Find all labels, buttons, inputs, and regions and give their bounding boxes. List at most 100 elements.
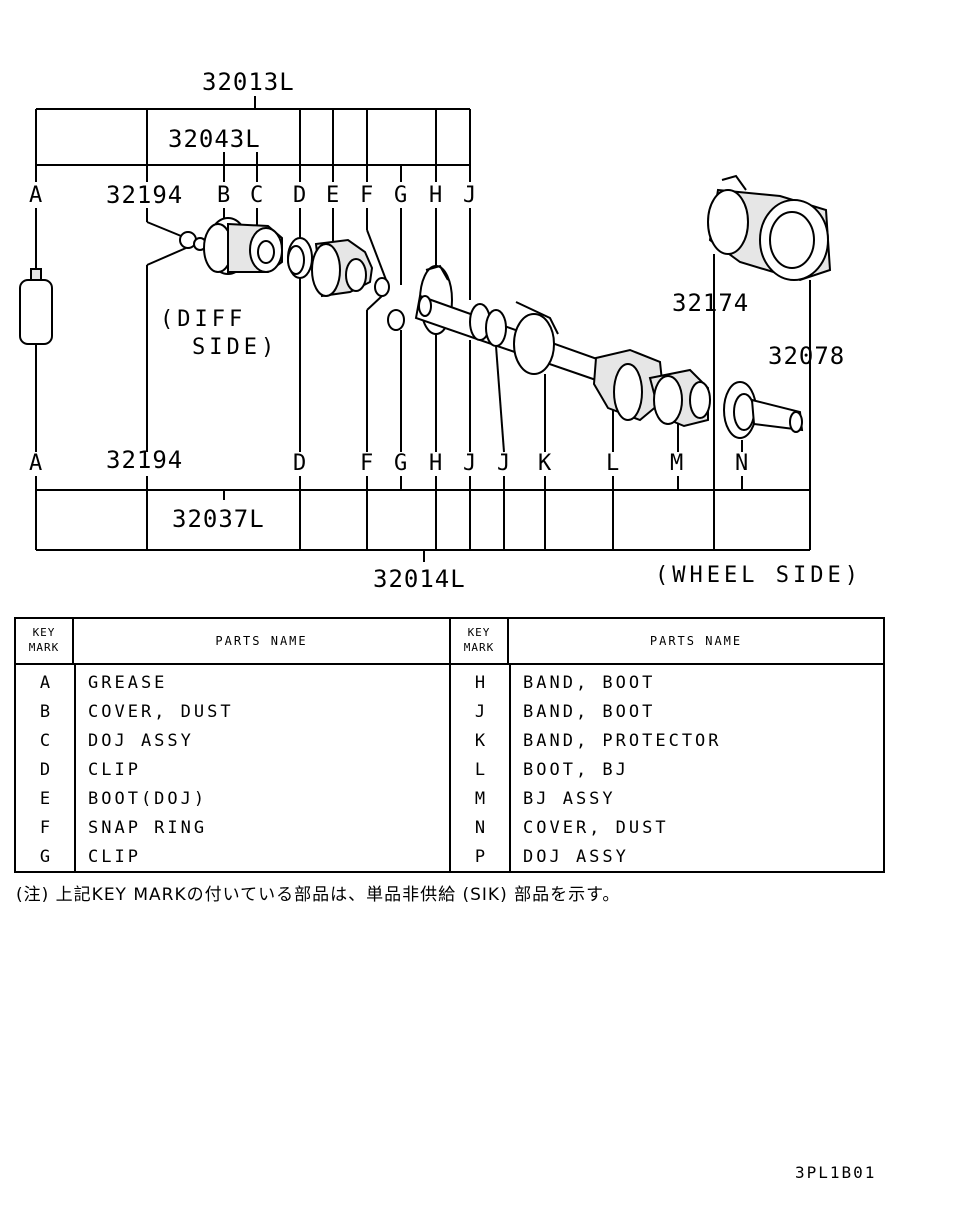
bottom-key-letter: G bbox=[394, 451, 407, 476]
parts-name-cell: GREASE bbox=[88, 673, 168, 693]
bottom-key-letter: L bbox=[606, 451, 619, 476]
top-key-letter: A bbox=[29, 183, 42, 208]
parts-name-cell: COVER, DUST bbox=[88, 702, 234, 722]
table-row: H BAND, BOOT bbox=[451, 669, 883, 698]
boot-kit-32174-icon bbox=[707, 174, 832, 550]
band-boot-j-icon bbox=[469, 303, 507, 453]
parts-name-cell: BOOT, BJ bbox=[523, 760, 629, 780]
key-mark-header-line1: KEY bbox=[467, 626, 491, 639]
key-mark-cell: H bbox=[474, 673, 486, 693]
assembly-number-32043L: 32043L bbox=[168, 125, 261, 153]
parts-name-header: PARTS NAME bbox=[649, 634, 743, 648]
bottom-key-letter: M bbox=[670, 451, 683, 476]
table-row: D CLIP bbox=[16, 756, 449, 785]
clip-32194-icon bbox=[146, 231, 207, 452]
snap-ring-f-icon bbox=[366, 277, 405, 452]
table-row: C DOJ ASSY bbox=[16, 727, 449, 756]
parts-name-cell: DOJ ASSY bbox=[88, 731, 194, 751]
top-key-letter: H bbox=[429, 183, 442, 208]
band-boot-h-icon bbox=[419, 264, 453, 452]
key-mark-cell: M bbox=[474, 789, 486, 809]
assembly-number-32037L: 32037L bbox=[172, 505, 265, 533]
parts-name-cell: DOJ ASSY bbox=[523, 847, 629, 867]
bottom-key-letter: K bbox=[538, 451, 552, 476]
bottom-key-letters: A D F G H J J K L M N bbox=[29, 451, 748, 476]
figure-code: 3PL1B01 bbox=[795, 1163, 877, 1182]
assembly-number-32013L: 32013L bbox=[202, 68, 295, 96]
key-mark-header: KEY MARK bbox=[451, 619, 509, 663]
key-mark-header-line2: MARK bbox=[463, 641, 495, 654]
key-mark-cell: L bbox=[474, 760, 486, 780]
bracket-32014L bbox=[36, 549, 810, 562]
top-key-letter: E bbox=[326, 183, 339, 208]
parts-name-cell: COVER, DUST bbox=[523, 818, 669, 838]
key-mark-cell: E bbox=[39, 789, 51, 809]
table-header: KEY MARK PARTS NAME bbox=[451, 619, 883, 665]
parts-name-cell: BAND, BOOT bbox=[523, 702, 656, 722]
part-number-32078: 32078 bbox=[768, 342, 845, 370]
boot-doj-e-icon bbox=[311, 238, 374, 298]
key-mark-cell: F bbox=[39, 818, 51, 838]
part-number-32194-top: 32194 bbox=[106, 181, 183, 209]
table-row: K BAND, PROTECTOR bbox=[451, 727, 883, 756]
bottom-key-letter: F bbox=[360, 451, 373, 476]
part-number-32194-bottom: 32194 bbox=[106, 446, 183, 474]
bottom-key-letter: H bbox=[429, 451, 442, 476]
parts-name-cell: SNAP RING bbox=[88, 818, 208, 838]
clip-d-icon bbox=[287, 237, 313, 452]
table-row: G CLIP bbox=[16, 843, 449, 872]
parts-table-right: KEY MARK PARTS NAME H BAND, BOOT J BAND, B… bbox=[451, 619, 883, 873]
key-mark-cell: J bbox=[474, 702, 486, 722]
key-mark-cell: G bbox=[39, 847, 51, 867]
table-row: N COVER, DUST bbox=[451, 814, 883, 843]
table-row: L BOOT, BJ bbox=[451, 756, 883, 785]
bottom-key-letter: D bbox=[293, 451, 306, 476]
top-key-letter: F bbox=[360, 183, 373, 208]
top-key-letter: J bbox=[463, 183, 476, 208]
bracket-32043L bbox=[35, 109, 470, 182]
dust-cover-n-icon bbox=[723, 381, 804, 452]
parts-name-cell: BAND, PROTECTOR bbox=[523, 731, 722, 751]
part-number-32174: 32174 bbox=[672, 289, 749, 317]
table-body: H BAND, BOOT J BAND, BOOT K BAND, PROTECTOR… bbox=[451, 665, 883, 873]
diff-side-label-line1: (DIFF bbox=[160, 307, 246, 332]
key-mark-header-line1: KEY bbox=[32, 626, 56, 639]
key-mark-header: KEY MARK bbox=[16, 619, 74, 663]
grease-tube-icon bbox=[19, 268, 53, 452]
bottom-key-letter: J bbox=[463, 451, 476, 476]
bracket-32013L bbox=[35, 96, 471, 182]
diff-side-label-line2: SIDE) bbox=[192, 335, 278, 360]
key-mark-cell: C bbox=[39, 731, 51, 751]
bracket-32037L bbox=[35, 476, 810, 550]
top-key-letter: B bbox=[217, 183, 230, 208]
top-key-letter: D bbox=[293, 183, 306, 208]
top-key-letter: G bbox=[394, 183, 407, 208]
band-protector-k-icon bbox=[513, 301, 559, 452]
table-row: F SNAP RING bbox=[16, 814, 449, 843]
bottom-key-letter: J bbox=[497, 451, 510, 476]
top-key-letter: C bbox=[250, 183, 263, 208]
parts-name-header: PARTS NAME bbox=[215, 634, 308, 648]
key-mark-cell: N bbox=[474, 818, 486, 838]
parts-name-cell: CLIP bbox=[88, 847, 141, 867]
table-row: P DOJ ASSY bbox=[451, 843, 883, 872]
key-mark-cell: D bbox=[39, 760, 51, 780]
key-mark-cell: A bbox=[39, 673, 51, 693]
key-mark-cell: P bbox=[474, 847, 486, 867]
footnote: (注) 上記KEY MARKの付いている部品は、単品非供給 (SIK) 部品を示… bbox=[16, 885, 621, 905]
parts-name-cell: BAND, BOOT bbox=[523, 673, 656, 693]
key-mark-cell: K bbox=[474, 731, 486, 751]
assembly-number-32014L: 32014L bbox=[373, 565, 466, 593]
table-header: KEY MARK PARTS NAME bbox=[16, 619, 449, 665]
bottom-key-letter: A bbox=[29, 451, 42, 476]
key-mark-header-line2: MARK bbox=[28, 641, 60, 654]
bottom-key-letter: N bbox=[735, 451, 748, 476]
parts-name-cell: BJ ASSY bbox=[523, 789, 616, 809]
boot-bj-l-icon bbox=[592, 348, 666, 452]
parts-name-cell: CLIP bbox=[88, 760, 141, 780]
